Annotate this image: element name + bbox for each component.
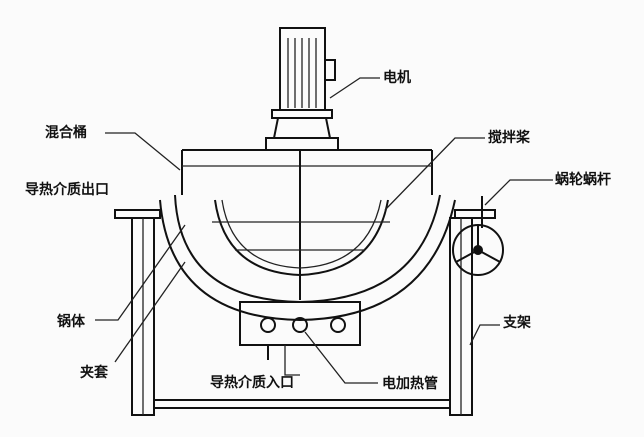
- label-agitator: 搅拌桨: [488, 129, 531, 146]
- label-worm-gear: 蜗轮蜗杆: [555, 171, 611, 188]
- label-pot-body: 锅体: [57, 313, 86, 330]
- motor: [265, 27, 339, 151]
- outlet-pipe: [114, 209, 496, 219]
- label-stand: 支架: [502, 314, 531, 331]
- leader-lines: [95, 77, 553, 384]
- mixing-tank: [159, 149, 456, 360]
- label-outlet: 导热介质出口: [25, 181, 109, 198]
- worm-gear-handwheel: [452, 196, 504, 276]
- stand: [131, 217, 473, 416]
- label-motor: 电机: [383, 69, 411, 86]
- label-inlet: 导热介质入口: [210, 374, 294, 391]
- label-heating-tube: 电加热管: [382, 375, 438, 392]
- label-mixing-tank: 混合桶: [45, 124, 87, 141]
- agitator: [212, 150, 390, 300]
- label-jacket: 夹套: [80, 364, 108, 381]
